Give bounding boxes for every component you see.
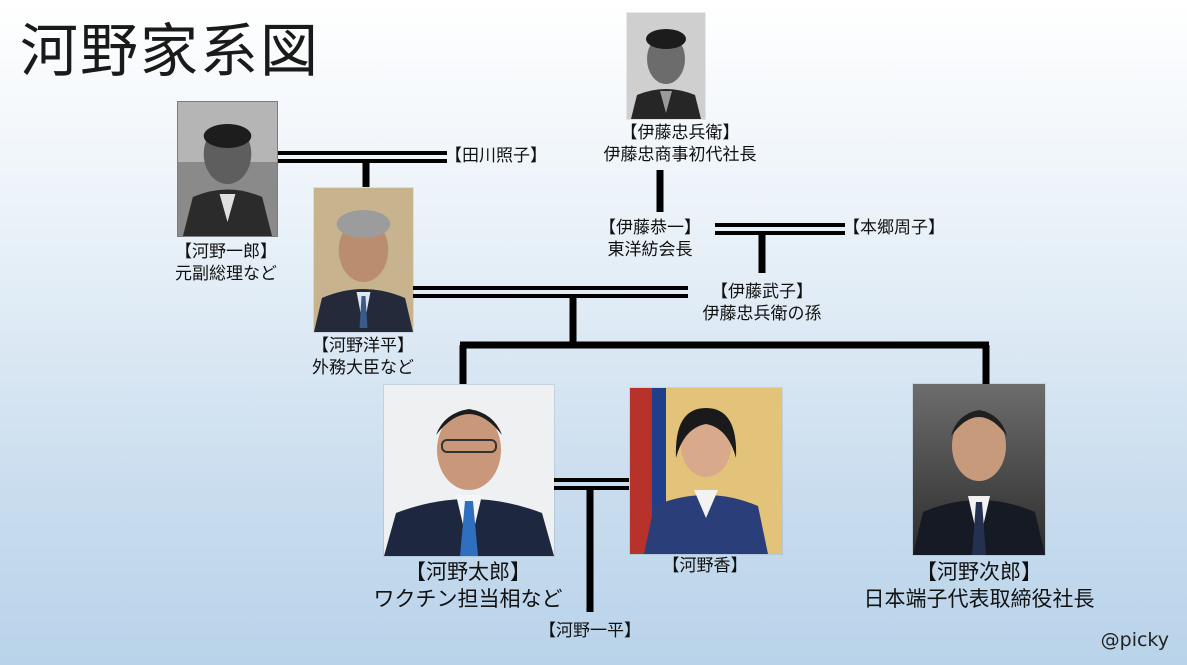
yohei-portrait xyxy=(313,187,414,333)
takeko-role: 伊藤忠兵衛の孫 xyxy=(702,304,822,325)
chubei-role: 伊藤忠商事初代社長 xyxy=(603,145,757,166)
taro-name: 【河野太郎】 xyxy=(405,560,531,584)
kaori-portrait xyxy=(629,387,783,555)
page-title: 河野家系図 xyxy=(20,17,321,85)
taro-label: 【河野太郎】 ワクチン担当相など xyxy=(355,559,581,614)
ichiro-portrait xyxy=(177,101,278,237)
yohei-role: 外務大臣など xyxy=(312,358,414,379)
kyoichi-label: 【伊藤恭一】 東洋紡会長 xyxy=(589,217,711,261)
chubei-name: 【伊藤忠兵衛】 xyxy=(620,123,740,143)
jiro-role: 日本端子代表取締役社長 xyxy=(863,587,1095,612)
ichiro-label: 【河野一郎】 元副総理など xyxy=(154,241,298,285)
tagawa-name: 【田川照子】 xyxy=(445,146,547,166)
kyoichi-role: 東洋紡会長 xyxy=(607,240,693,261)
hongo-name: 【本郷周子】 xyxy=(843,218,945,238)
hongo-label: 【本郷周子】 xyxy=(843,217,945,239)
ippei-label: 【河野一平】 xyxy=(530,620,650,642)
takeko-label: 【伊藤武子】 伊藤忠兵衛の孫 xyxy=(682,281,842,325)
takeko-name: 【伊藤武子】 xyxy=(711,282,813,302)
tagawa-label: 【田川照子】 xyxy=(445,145,547,167)
jiro-name: 【河野次郎】 xyxy=(916,560,1042,584)
ichiro-name: 【河野一郎】 xyxy=(175,242,277,262)
ippei-name: 【河野一平】 xyxy=(539,621,641,641)
yohei-name: 【河野洋平】 xyxy=(312,336,414,356)
kaori-name: 【河野香】 xyxy=(662,556,748,576)
jiro-label: 【河野次郎】 日本端子代表取締役社長 xyxy=(848,559,1110,614)
kyoichi-name: 【伊藤恭一】 xyxy=(599,218,701,238)
jiro-portrait xyxy=(912,383,1046,556)
yohei-label: 【河野洋平】 外務大臣など xyxy=(288,335,438,379)
taro-role: ワクチン担当相など xyxy=(373,587,563,612)
chubei-label: 【伊藤忠兵衛】 伊藤忠商事初代社長 xyxy=(575,122,785,166)
ichiro-role: 元副総理など xyxy=(175,264,277,285)
taro-portrait xyxy=(383,384,555,557)
kaori-label: 【河野香】 xyxy=(645,555,765,577)
chubei-portrait xyxy=(626,12,706,120)
credit-handle: @picky xyxy=(1100,629,1169,651)
